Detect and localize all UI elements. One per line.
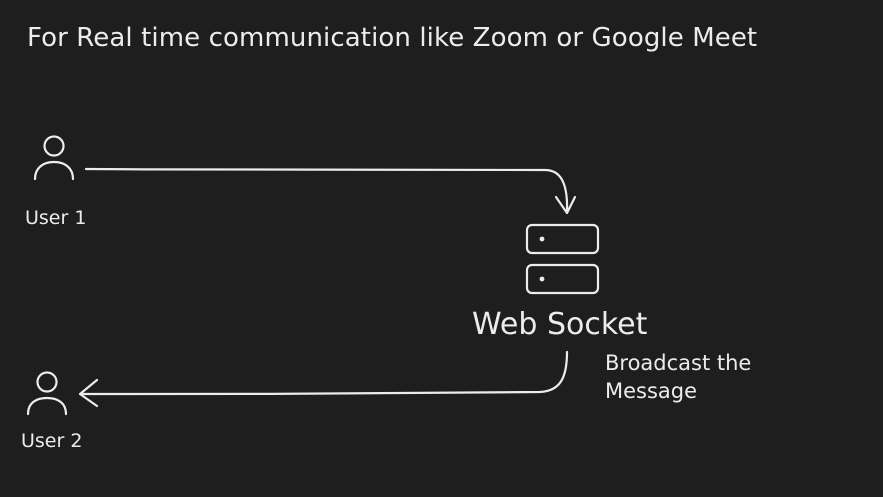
broadcast-line-1: Broadcast the xyxy=(605,351,752,375)
broadcast-message-label: Broadcast the Message xyxy=(605,349,751,405)
broadcast-line-2: Message xyxy=(605,379,698,403)
arrow-server-to-user2 xyxy=(78,350,569,408)
user-2-label: User 2 xyxy=(21,430,83,452)
user-1-icon xyxy=(33,135,75,181)
server-icon xyxy=(525,223,600,295)
web-socket-label: Web Socket xyxy=(472,307,648,342)
arrow-user1-to-server xyxy=(84,167,577,215)
user-2-icon xyxy=(26,371,68,416)
user-1-label: User 1 xyxy=(25,207,87,229)
diagram-title: For Real time communication like Zoom or… xyxy=(27,23,758,53)
